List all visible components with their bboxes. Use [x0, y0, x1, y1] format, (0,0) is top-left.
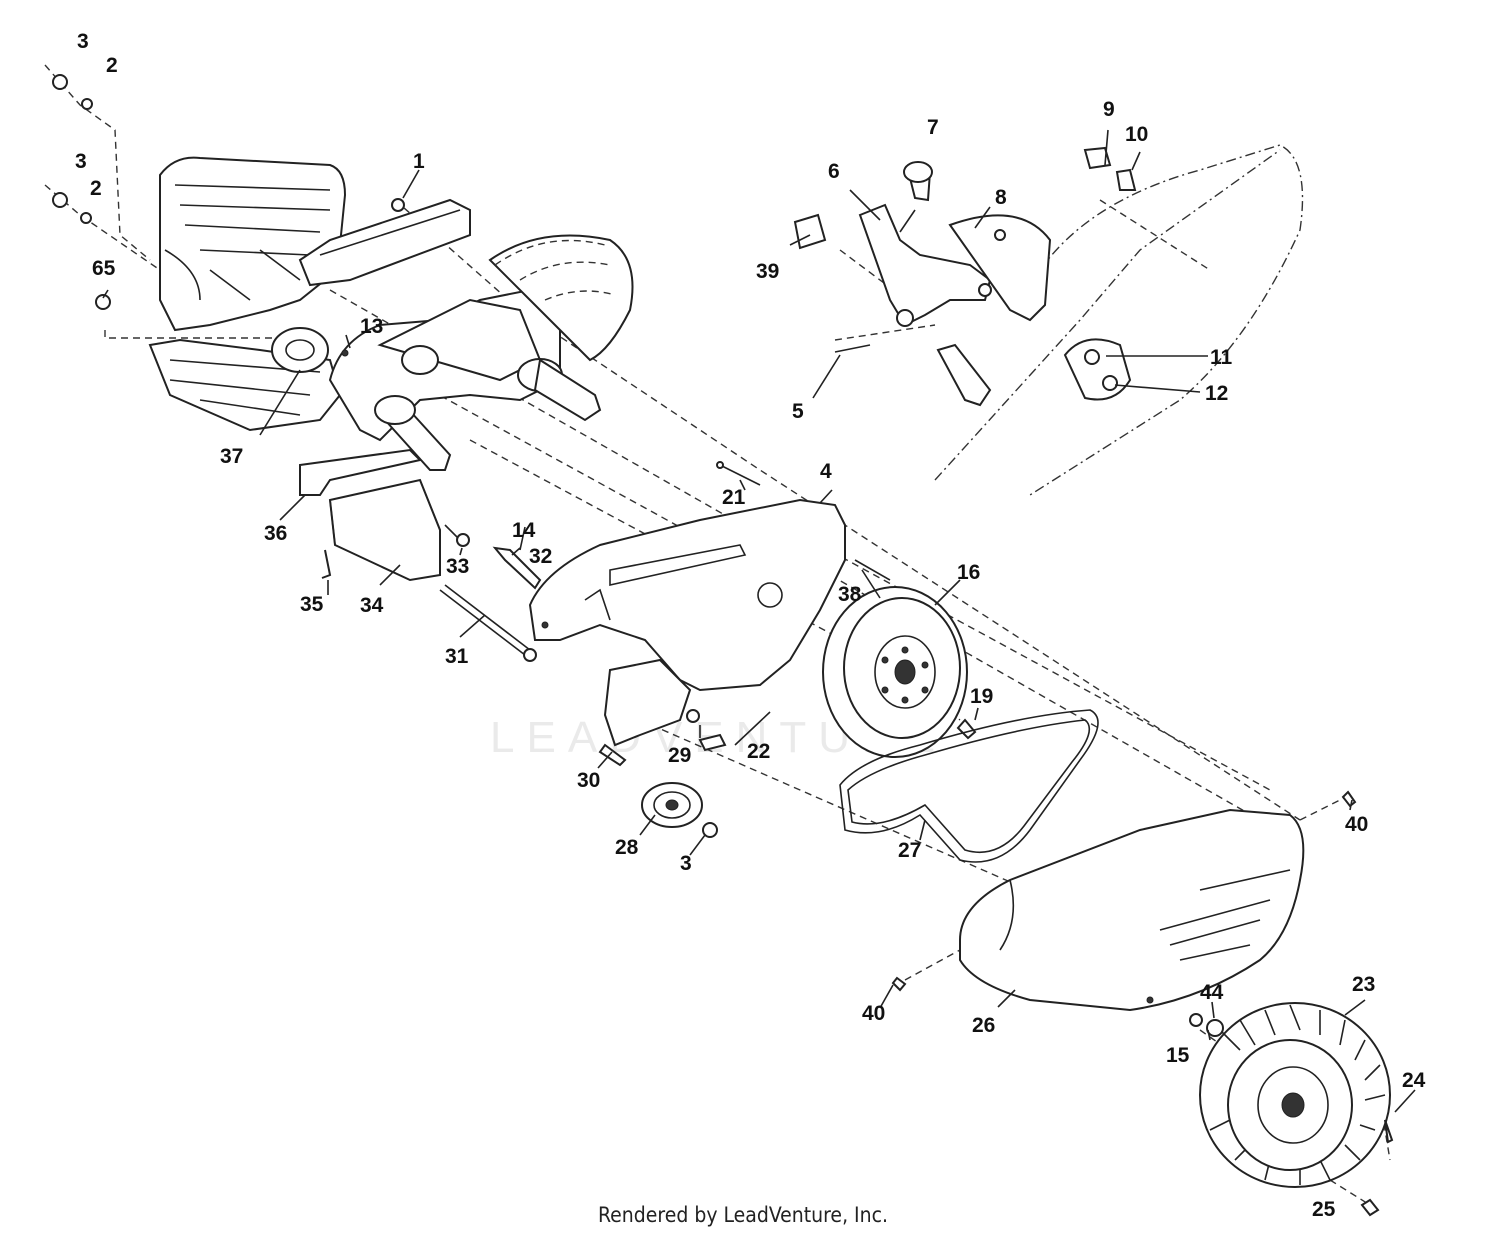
callout-40: 40: [862, 1002, 885, 1025]
callout-40: 40: [1345, 813, 1368, 836]
callout-36: 36: [264, 522, 287, 545]
drive-pulley: [822, 586, 977, 758]
footer-credit: Rendered by LeadVenture, Inc.: [598, 1203, 888, 1227]
callout-39: 39: [756, 260, 779, 283]
callout-21: 21: [722, 486, 746, 509]
callout-3: 3: [680, 852, 692, 875]
callout-3: 3: [75, 150, 87, 173]
callout-8: 8: [995, 186, 1007, 209]
leader-lines: [102, 129, 1416, 1113]
callout-4: 4: [820, 460, 832, 483]
callout-13: 13: [360, 315, 383, 338]
callout-23: 23: [1352, 973, 1375, 996]
callout-12: 12: [1205, 382, 1228, 405]
wheel: [1189, 1002, 1394, 1217]
callout-2: 2: [90, 177, 102, 200]
callout-9: 9: [1103, 98, 1115, 121]
callout-44: 44: [1200, 981, 1224, 1004]
callout-1: 1: [413, 150, 425, 173]
callout-32: 32: [529, 545, 552, 568]
tine-housing: [271, 198, 634, 471]
callout-19: 19: [970, 685, 993, 708]
rods-and-fasteners: [439, 464, 891, 662]
callout-15: 15: [1166, 1044, 1190, 1067]
callout-6: 6: [828, 160, 840, 183]
callout-11: 11: [1210, 346, 1233, 369]
callout-10: 10: [1125, 123, 1148, 146]
callout-25: 25: [1312, 1198, 1336, 1221]
callout-2: 2: [106, 54, 118, 77]
callout-14: 14: [512, 519, 536, 542]
callout-35: 35: [300, 593, 324, 616]
callout-26: 26: [972, 1014, 995, 1037]
callout-24: 24: [1402, 1069, 1426, 1092]
belt-guard-plate: [528, 498, 846, 692]
callout-38: 38: [838, 583, 862, 606]
callout-29: 29: [668, 744, 691, 767]
callout-31: 31: [445, 645, 469, 668]
clutch-assembly: [52, 74, 1357, 992]
callout-labels: 3 2 3 2 65 1 13 37 36 14 32 33 35 34 31 …: [75, 30, 1426, 1221]
callout-5: 5: [792, 400, 804, 423]
idler-assembly: [598, 658, 727, 838]
drive-belt: [839, 709, 1099, 863]
callout-7: 7: [927, 116, 939, 139]
bracket-assembly: [299, 448, 441, 582]
callout-34: 34: [360, 594, 384, 617]
engine: [148, 156, 347, 432]
tine-shield: [959, 808, 1305, 1012]
callout-22: 22: [747, 740, 770, 763]
callout-27: 27: [898, 839, 921, 862]
callout-16: 16: [957, 561, 980, 584]
callout-33: 33: [446, 555, 469, 578]
callout-28: 28: [615, 836, 639, 859]
callout-3: 3: [77, 30, 89, 53]
callout-65: 65: [92, 257, 116, 280]
callout-30: 30: [577, 769, 600, 792]
callout-37: 37: [220, 445, 243, 468]
